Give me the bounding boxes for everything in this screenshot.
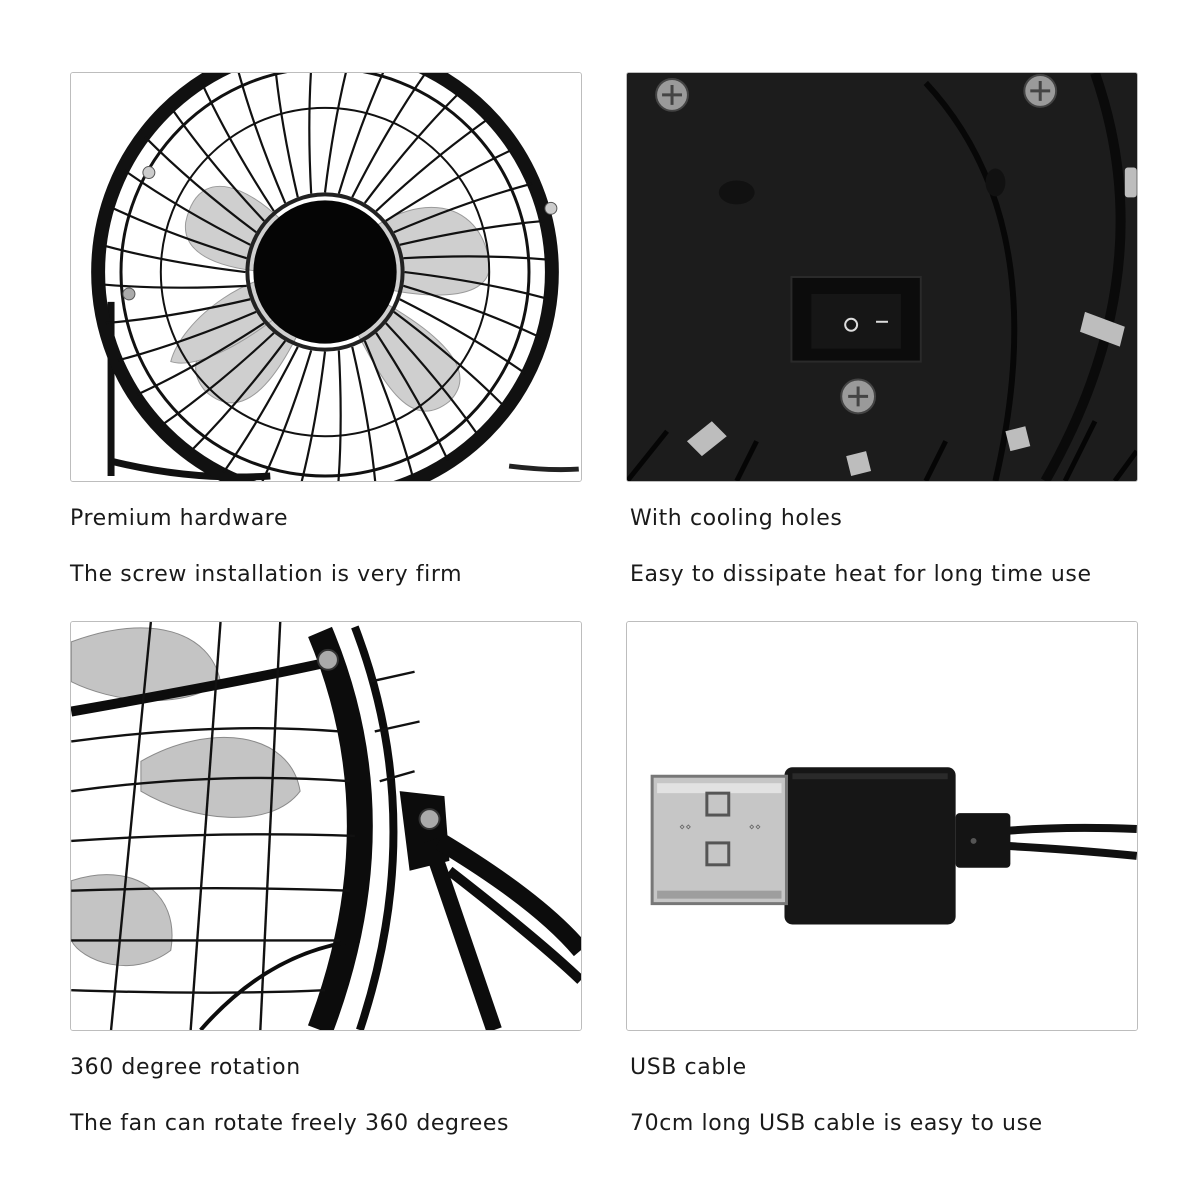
grill-spoke bbox=[363, 340, 415, 480]
usb-plug-photo: ⋄⋄ ⋄⋄ bbox=[626, 621, 1138, 1031]
grill-spoke bbox=[363, 91, 461, 204]
fan-front-photo bbox=[70, 72, 582, 482]
grill-spoke bbox=[385, 148, 514, 222]
grill-spoke bbox=[117, 310, 257, 362]
grill-spoke bbox=[136, 322, 265, 396]
grill-spoke bbox=[237, 73, 287, 204]
feature-title: Premium hardware bbox=[70, 506, 289, 531]
feature-description: 70cm long USB cable is easy to use bbox=[630, 1111, 1043, 1136]
feature-title: 360 degree rotation bbox=[70, 1055, 301, 1080]
grill-spoke bbox=[160, 332, 275, 427]
grill-spoke bbox=[385, 322, 480, 437]
grill-spoke bbox=[393, 310, 506, 408]
grill-spoke bbox=[170, 107, 265, 222]
grill-spoke bbox=[123, 169, 251, 246]
grill-spoke bbox=[261, 350, 313, 481]
feature-description: Easy to dissipate heat for long time use bbox=[630, 562, 1092, 587]
grill-spoke bbox=[403, 284, 541, 339]
feature-description: The screw installation is very firm bbox=[70, 562, 463, 587]
grill-spoke bbox=[375, 117, 490, 212]
grill-spoke bbox=[109, 205, 247, 260]
feature-description: The fan can rotate freely 360 degrees bbox=[70, 1111, 510, 1136]
svg-text:⋄⋄: ⋄⋄ bbox=[749, 822, 761, 833]
feature-title: USB cable bbox=[630, 1055, 747, 1080]
grill-spoke bbox=[399, 298, 527, 375]
svg-text:⋄⋄: ⋄⋄ bbox=[679, 822, 691, 833]
grill-spoke bbox=[189, 340, 287, 453]
grill-spoke bbox=[144, 136, 257, 234]
grill-spoke bbox=[323, 73, 347, 193]
grill-spoke bbox=[105, 298, 251, 325]
grill-spoke bbox=[201, 83, 275, 212]
grill-spoke bbox=[403, 255, 550, 261]
grill-spoke bbox=[399, 219, 545, 246]
fan-side-pivot-photo bbox=[70, 621, 582, 1031]
grill-spoke bbox=[393, 182, 533, 234]
grill-spoke bbox=[101, 244, 246, 274]
grill-spoke bbox=[337, 350, 342, 481]
grill-spoke bbox=[222, 346, 299, 474]
fan-back-switch-photo bbox=[626, 72, 1138, 482]
grill-spoke bbox=[308, 73, 313, 194]
grill-spoke bbox=[351, 346, 377, 481]
grill-spoke bbox=[375, 332, 449, 461]
grill-spoke bbox=[300, 351, 327, 481]
grill-spoke bbox=[337, 73, 385, 194]
grill-spoke bbox=[100, 283, 247, 289]
grill-spoke bbox=[274, 73, 299, 198]
feature-title: With cooling holes bbox=[630, 506, 843, 531]
grill-spoke bbox=[404, 270, 549, 301]
grill-spoke bbox=[351, 73, 427, 198]
